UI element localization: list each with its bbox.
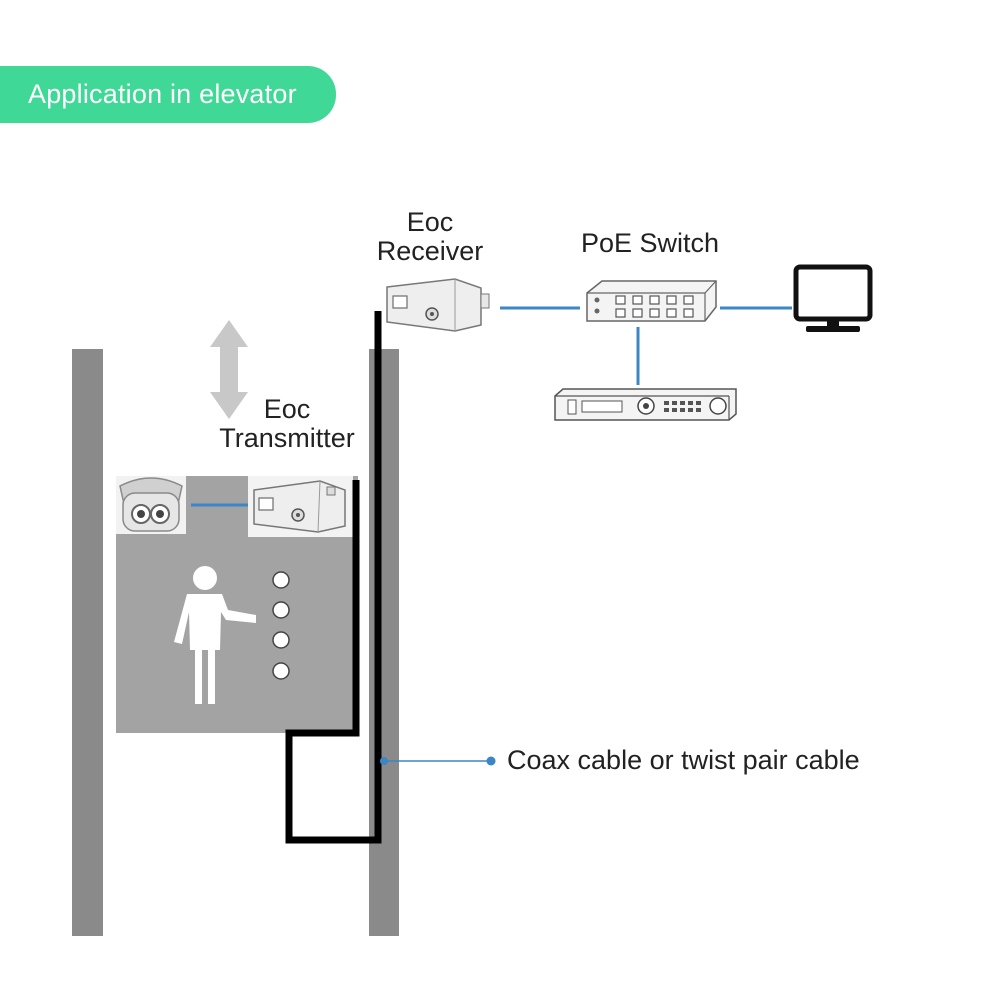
- monitor-icon: [793, 264, 873, 332]
- transmitter-label-line2: Transmitter: [219, 423, 355, 453]
- receiver-label: Eoc Receiver: [360, 208, 500, 266]
- person-icon: [174, 566, 256, 704]
- receiver-label-line2: Receiver: [376, 236, 484, 266]
- cable-callout-dot: [486, 756, 496, 766]
- coax-cable: [285, 311, 382, 844]
- camera-icon: [116, 476, 186, 534]
- transmitter-label: Eoc Transmitter: [206, 395, 368, 453]
- shaft-wall-left: [72, 349, 103, 936]
- elevator-arrow-icon: [210, 320, 248, 419]
- elevator-button: [272, 631, 290, 649]
- elevator-button: [272, 571, 290, 589]
- cable-callout-dot: [380, 757, 388, 765]
- poe-switch-icon: [586, 280, 717, 322]
- eoc-receiver-icon: [386, 278, 490, 332]
- elevator-button: [272, 662, 290, 680]
- receiver-label-line1: Eoc: [406, 207, 454, 237]
- application-badge: Application in elevator: [0, 66, 336, 123]
- switch-label: PoE Switch: [580, 228, 720, 258]
- elevator-button: [272, 601, 290, 619]
- shaft-wall-right: [369, 349, 399, 936]
- elevator-button-panel: [272, 571, 290, 680]
- cable-label: Coax cable or twist pair cable: [507, 745, 860, 775]
- eoc-transmitter-icon: [248, 476, 353, 537]
- nvr-icon: [554, 388, 737, 421]
- transmitter-label-line1: Eoc: [263, 394, 311, 424]
